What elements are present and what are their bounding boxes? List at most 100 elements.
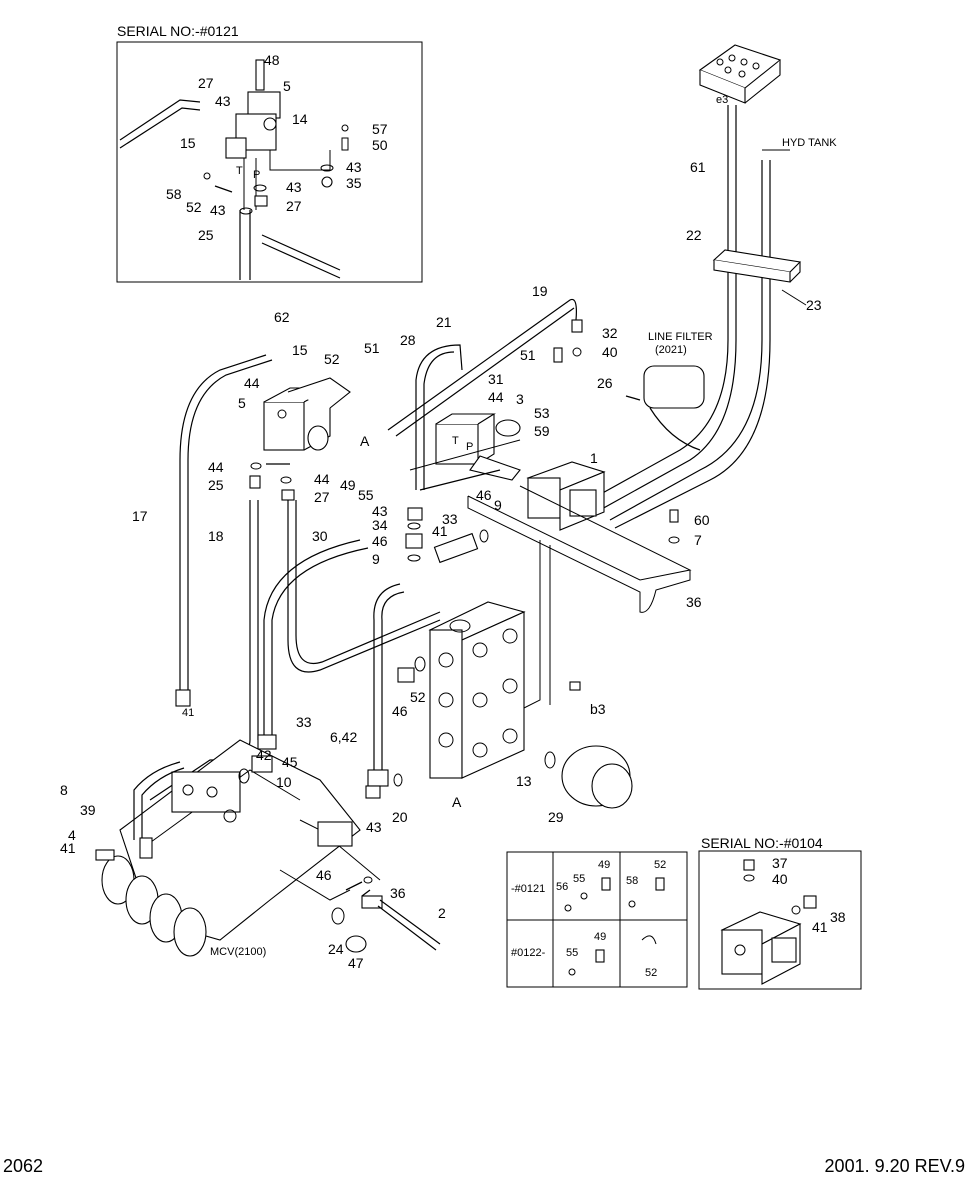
callout: 37 xyxy=(772,855,788,871)
callout: 44 xyxy=(488,389,504,405)
callout: 52 xyxy=(186,199,202,215)
callout: b3 xyxy=(590,701,606,717)
callout: 26 xyxy=(597,375,613,391)
table-row-label: #0122- xyxy=(511,947,546,959)
callout: 36 xyxy=(390,885,406,901)
callout: 60 xyxy=(694,512,710,528)
callout: 51 xyxy=(364,340,380,356)
callout: 44 xyxy=(208,459,224,475)
callout: 50 xyxy=(372,137,388,153)
inset-frame xyxy=(698,850,862,990)
callout: 30 xyxy=(312,528,328,544)
line-filter: LINE FILTER (2021) 26 xyxy=(597,331,713,451)
serial-table: -#0121 #0122- 56 55 49 58 52 55 49 52 xyxy=(506,851,688,988)
svg-text:T: T xyxy=(452,435,459,447)
hose-21 xyxy=(415,344,463,490)
callout: 23 xyxy=(806,297,822,313)
table-cell: 52 xyxy=(645,967,657,979)
callout: 58 xyxy=(166,186,182,202)
callout: 29 xyxy=(548,809,564,825)
callout: 38 xyxy=(830,909,846,925)
inset-serial-0104: SERIAL NO:-#0104 37 40 38 41 xyxy=(698,835,862,990)
callout: 57 xyxy=(372,121,388,137)
hose-12: 6,42 43 20 xyxy=(330,583,408,835)
callout: 15 xyxy=(180,135,196,151)
callout: 4 xyxy=(68,827,76,843)
valve-block-1: 1 60 7 xyxy=(526,450,710,548)
bracket-7: 36 xyxy=(467,485,702,711)
callout: 25 xyxy=(198,227,214,243)
callout: 2 xyxy=(438,905,446,921)
misc-labels: 42 xyxy=(256,747,272,763)
page-number: 2062 xyxy=(3,1156,44,1176)
tank-label: HYD TANK xyxy=(782,137,837,149)
callout: 44 xyxy=(244,375,260,391)
callout: 41 xyxy=(432,523,448,539)
table-cell: 52 xyxy=(654,859,666,871)
callout: 24 xyxy=(328,941,344,957)
accumulator-2: 29 13 xyxy=(516,745,633,825)
table-cell: 55 xyxy=(573,873,585,885)
callout: 35 xyxy=(346,175,362,191)
callout: 45 xyxy=(282,754,298,770)
callout: 53 xyxy=(534,405,550,421)
callout: 33 xyxy=(442,511,458,527)
hose-20: 46 36 2 24 47 xyxy=(316,867,446,971)
callout: 52 xyxy=(324,351,340,367)
callout: 52 xyxy=(410,689,426,705)
callout: 46 xyxy=(476,487,492,503)
hose-18 xyxy=(287,500,441,673)
port-label: T xyxy=(236,165,243,177)
hose-16 xyxy=(179,354,267,690)
callout: 1 xyxy=(590,450,598,466)
pilot-block: e3 HYD TANK 22 23 61 xyxy=(589,44,837,529)
callout: 43 xyxy=(210,202,226,218)
hose-19 xyxy=(387,298,577,431)
callout: 9 xyxy=(372,551,380,567)
callout: 51 xyxy=(520,347,536,363)
table-cell: 49 xyxy=(598,859,610,871)
callout: 6,42 xyxy=(330,729,357,745)
callout: A xyxy=(360,433,370,449)
callout: 5 xyxy=(238,395,246,411)
callout: 55 xyxy=(358,487,374,503)
filter-label: LINE FILTER xyxy=(648,331,713,343)
callout: 21 xyxy=(436,314,452,330)
callout: 27 xyxy=(314,489,330,505)
callout: 25 xyxy=(208,477,224,493)
mcv-label: MCV(2100) xyxy=(210,946,266,958)
table-cell: 56 xyxy=(556,881,568,893)
inset-serial-0121: SERIAL NO:-#0121 48 5 27 43 14 15 57 50 … xyxy=(116,23,423,283)
callout: e3 xyxy=(716,94,728,106)
table-cell: 55 xyxy=(566,947,578,959)
callout: 42 xyxy=(256,747,272,763)
valve-5: 62 15 52 51 44 5 44 44 25 27 xyxy=(208,309,380,505)
inset-frame xyxy=(116,41,423,283)
callout: 7 xyxy=(694,532,702,548)
callout: 22 xyxy=(686,227,702,243)
callout: 43 xyxy=(286,179,302,195)
callout: 43 xyxy=(215,93,231,109)
callout: 46 xyxy=(392,703,408,719)
callout: 43 xyxy=(372,503,388,519)
callout: 17 xyxy=(132,508,148,524)
filter-code: (2021) xyxy=(655,344,687,356)
callout: 33 xyxy=(296,714,312,730)
callout: 19 xyxy=(532,283,548,299)
callout: 13 xyxy=(516,773,532,789)
callout: 27 xyxy=(286,198,302,214)
table-cell: 49 xyxy=(594,931,606,943)
hose-11 xyxy=(263,539,361,740)
inset-title: SERIAL NO:-#0121 xyxy=(117,23,239,39)
callout: 39 xyxy=(80,802,96,818)
callout: 14 xyxy=(292,111,308,127)
callout: 34 xyxy=(372,517,388,533)
callout: 31 xyxy=(488,371,504,387)
callout: 48 xyxy=(264,52,280,68)
callout: 28 xyxy=(400,332,416,348)
callout: 46 xyxy=(372,533,388,549)
callout: 59 xyxy=(534,423,550,439)
callout: 8 xyxy=(60,782,68,798)
callout: 41 xyxy=(812,919,828,935)
callout: 9 xyxy=(494,497,502,513)
